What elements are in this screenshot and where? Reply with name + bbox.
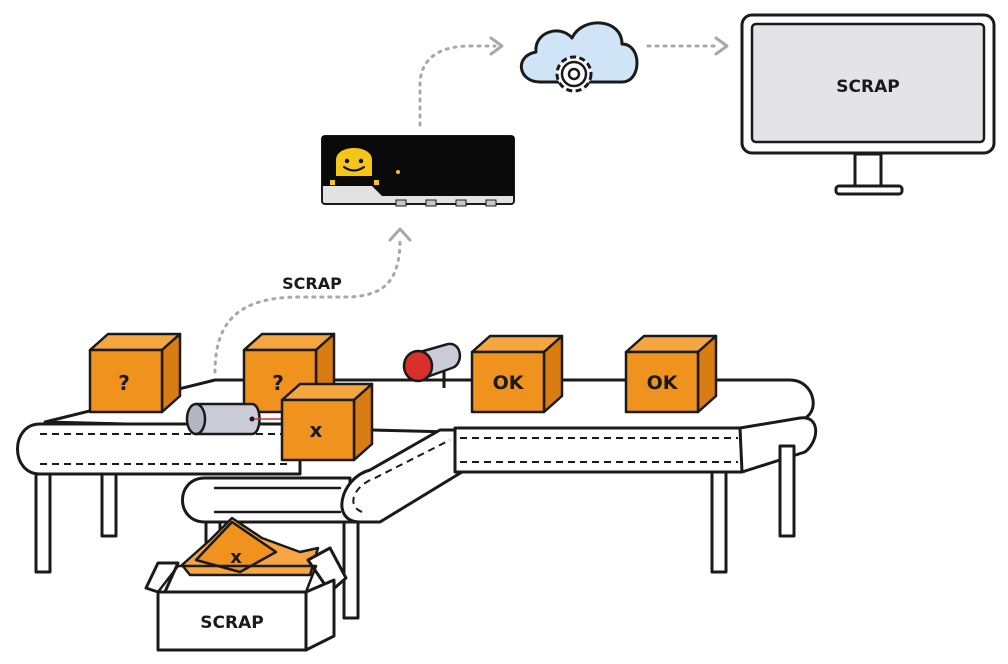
conveyor-belt bbox=[16, 378, 818, 620]
box-ok-2: OK bbox=[624, 334, 718, 414]
monitor-screen-label: SCRAP bbox=[836, 77, 899, 97]
scrap-bin-reject-mark: x bbox=[230, 547, 242, 568]
laser-sensor-icon bbox=[185, 402, 290, 436]
scrap-bin: x bbox=[144, 516, 348, 652]
photoelectric-sensor-icon bbox=[402, 342, 461, 388]
box-label: OK bbox=[647, 372, 679, 394]
box-label: ? bbox=[118, 371, 130, 395]
box-label: ? bbox=[272, 371, 284, 395]
gateway-device bbox=[321, 135, 515, 207]
gear-icon bbox=[555, 55, 593, 93]
box-ok-1: OK bbox=[470, 334, 564, 414]
flow-arrowhead-up bbox=[388, 227, 412, 242]
gateway-status-led bbox=[396, 170, 400, 174]
cloud-gear-icon bbox=[519, 21, 639, 93]
box-label: OK bbox=[493, 372, 525, 394]
smiley-icon bbox=[330, 148, 379, 185]
gateway-connectors bbox=[395, 199, 497, 207]
scrap-bin-label: SCRAP bbox=[200, 613, 263, 633]
box-reject: x bbox=[280, 382, 374, 462]
box-label: x bbox=[310, 418, 323, 442]
flow-gateway-to-cloud bbox=[418, 44, 497, 127]
flow-arrowhead-monitor bbox=[714, 36, 729, 56]
flow-arrowhead-cloud bbox=[489, 36, 504, 56]
flow-sensor-to-gateway bbox=[213, 238, 402, 374]
monitor-icon bbox=[740, 13, 996, 196]
data-flow-arrows bbox=[213, 36, 729, 374]
box-unknown-1: ? bbox=[88, 332, 182, 414]
flow-scrap-label: SCRAP bbox=[282, 274, 342, 293]
